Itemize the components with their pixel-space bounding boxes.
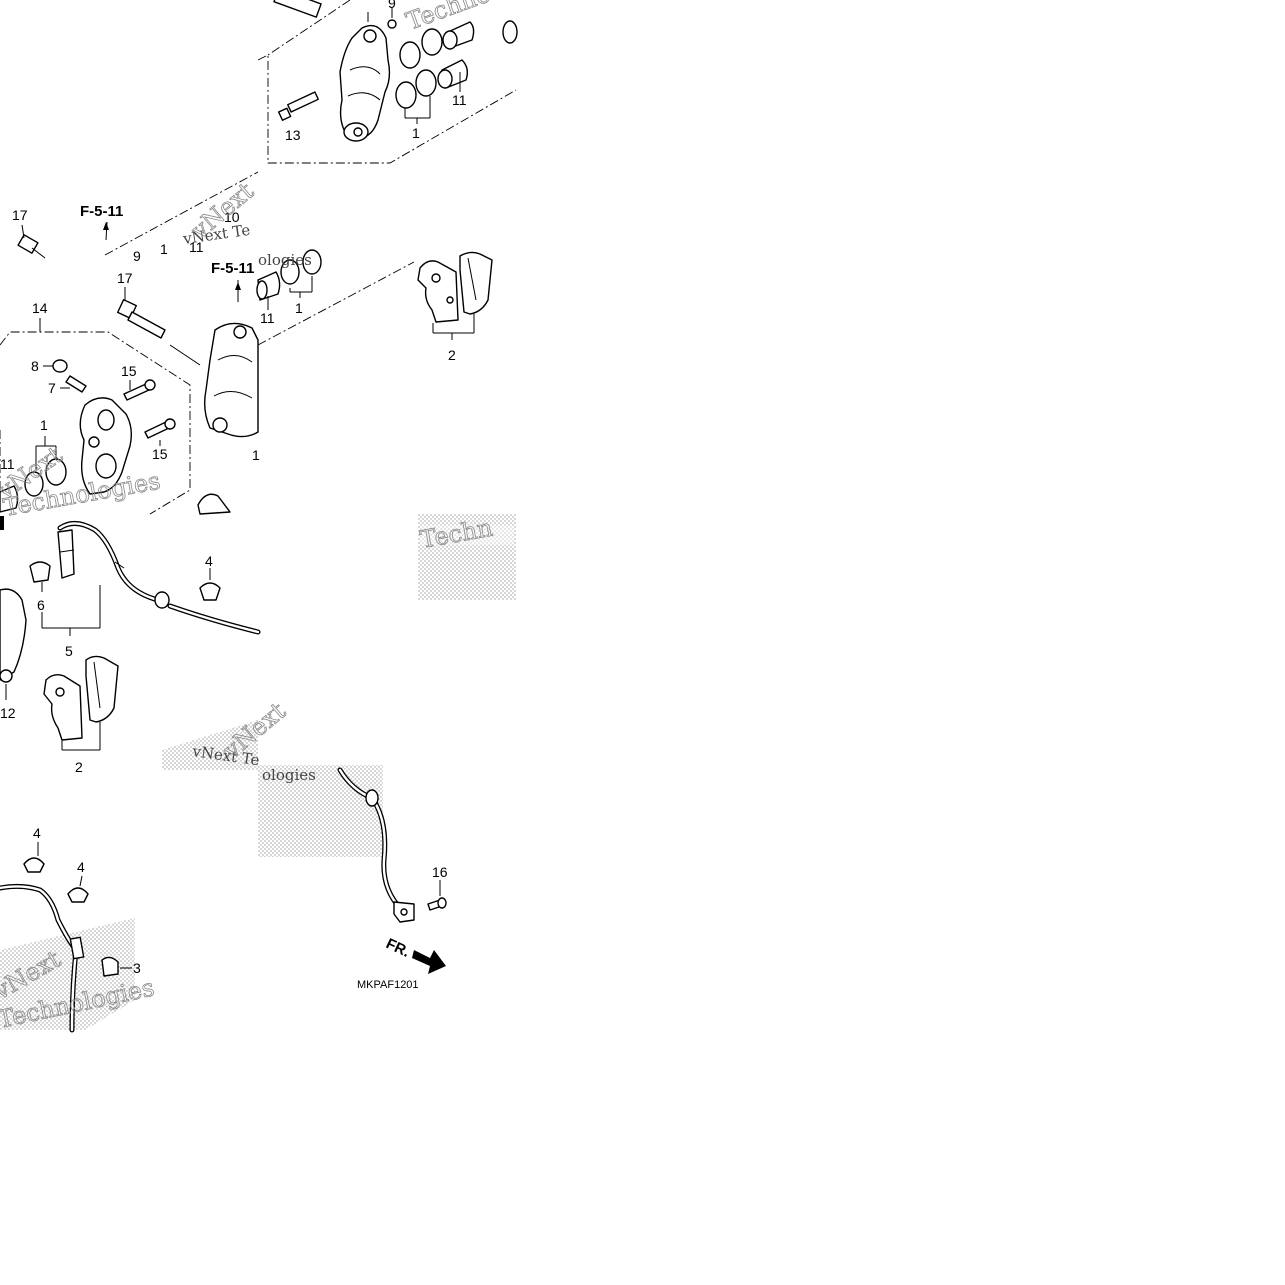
bracket-seals: [24, 458, 67, 497]
pistons: [437, 21, 475, 89]
cable-clamp: [23, 857, 45, 873]
callout-1: 1: [252, 447, 260, 463]
sensor-clip: [29, 561, 51, 583]
callout-15: 15: [121, 363, 137, 379]
callout-17: 17: [12, 207, 28, 223]
drawing-code: MKPAF1201: [357, 979, 419, 991]
callout-11: 11: [260, 310, 275, 326]
callout-7: 7: [48, 380, 56, 396]
brake-pads: [43, 655, 119, 741]
panel-middle-left: 17 F-5-11 9 1 11 10 vNext Te vNext: [12, 171, 260, 264]
reference-f-5-11: F-5-11: [211, 260, 254, 277]
callout-6: 6: [37, 597, 45, 613]
callout-13: 13: [285, 127, 301, 143]
panel-sensor: 6 5 4 12 2 vNext Te ologies vNext Techn: [0, 513, 495, 784]
pin-bolt: [277, 91, 319, 121]
direction-label: FR.: [383, 935, 412, 961]
pad-partial: [197, 493, 231, 515]
callout-11: 11: [452, 92, 467, 108]
callout-16: 16: [432, 864, 448, 880]
callout-1: 1: [160, 241, 168, 257]
panel-lower: 4 4 3 16 FR. MKPAF1201 vNext: [0, 767, 448, 1034]
brake-pads: [417, 251, 493, 323]
callout-2: 2: [448, 347, 456, 363]
caliper-body: [339, 24, 391, 142]
wheel-speed-sensor: [365, 789, 415, 923]
flange-bolt: [17, 224, 46, 259]
watermark-text: ologies: [258, 251, 312, 269]
reference-f-5-11: F-5-11: [80, 203, 123, 220]
caliper-body: [203, 322, 259, 438]
front-direction-arrow: FR.: [383, 935, 446, 974]
sensor-bolt: [427, 897, 447, 911]
caliper-partial: [0, 588, 27, 683]
cable-clamp: [67, 887, 89, 903]
callout-15: 15: [152, 446, 168, 462]
bleeder-valve: [65, 375, 87, 393]
cable-clamp: [199, 582, 221, 601]
callout-9: 9: [133, 248, 141, 264]
bleeder-cap: [52, 359, 68, 373]
piston: [256, 271, 281, 301]
watermark-text: Techno: [402, 0, 493, 36]
panel-center: 17 F-5-11 1 11 1 ologies: [116, 249, 493, 463]
callout-9: 9: [388, 0, 396, 11]
callout-2: 2: [75, 759, 83, 775]
seals: [280, 249, 322, 285]
callout-1: 1: [40, 417, 48, 433]
mounting-bolts: [123, 379, 176, 439]
callout-3: 3: [133, 960, 141, 976]
callout-14: 14: [32, 300, 48, 316]
caliper-bolt: [273, 0, 322, 18]
callout-10: 10: [224, 209, 240, 225]
callout-4: 4: [205, 553, 213, 569]
piston-seals: [395, 20, 518, 109]
panel-top-right: 9 11 1 13 Techno: [257, 0, 518, 164]
watermark-text: ologies: [262, 766, 316, 784]
sensor-connector: [57, 529, 75, 579]
long-bolt: [116, 298, 166, 339]
callout-4: 4: [33, 825, 41, 841]
wire-guide: [101, 956, 119, 977]
callout-11: 11: [0, 456, 15, 472]
callout-1: 1: [295, 300, 303, 316]
callout-8: 8: [31, 358, 39, 374]
bracket-body: [79, 397, 133, 495]
watermark-patches: [0, 514, 516, 1030]
callout-12: 12: [0, 705, 16, 721]
callout-4: 4: [77, 859, 85, 875]
clip-grommet: [154, 591, 170, 609]
piston: [0, 485, 19, 513]
callout-5: 5: [65, 643, 73, 659]
callout-17: 17: [117, 270, 133, 286]
callout-11: 11: [189, 239, 204, 255]
panel-bracket: 14 8 7 15 15: [0, 300, 231, 522]
callout-1: 1: [412, 125, 420, 141]
